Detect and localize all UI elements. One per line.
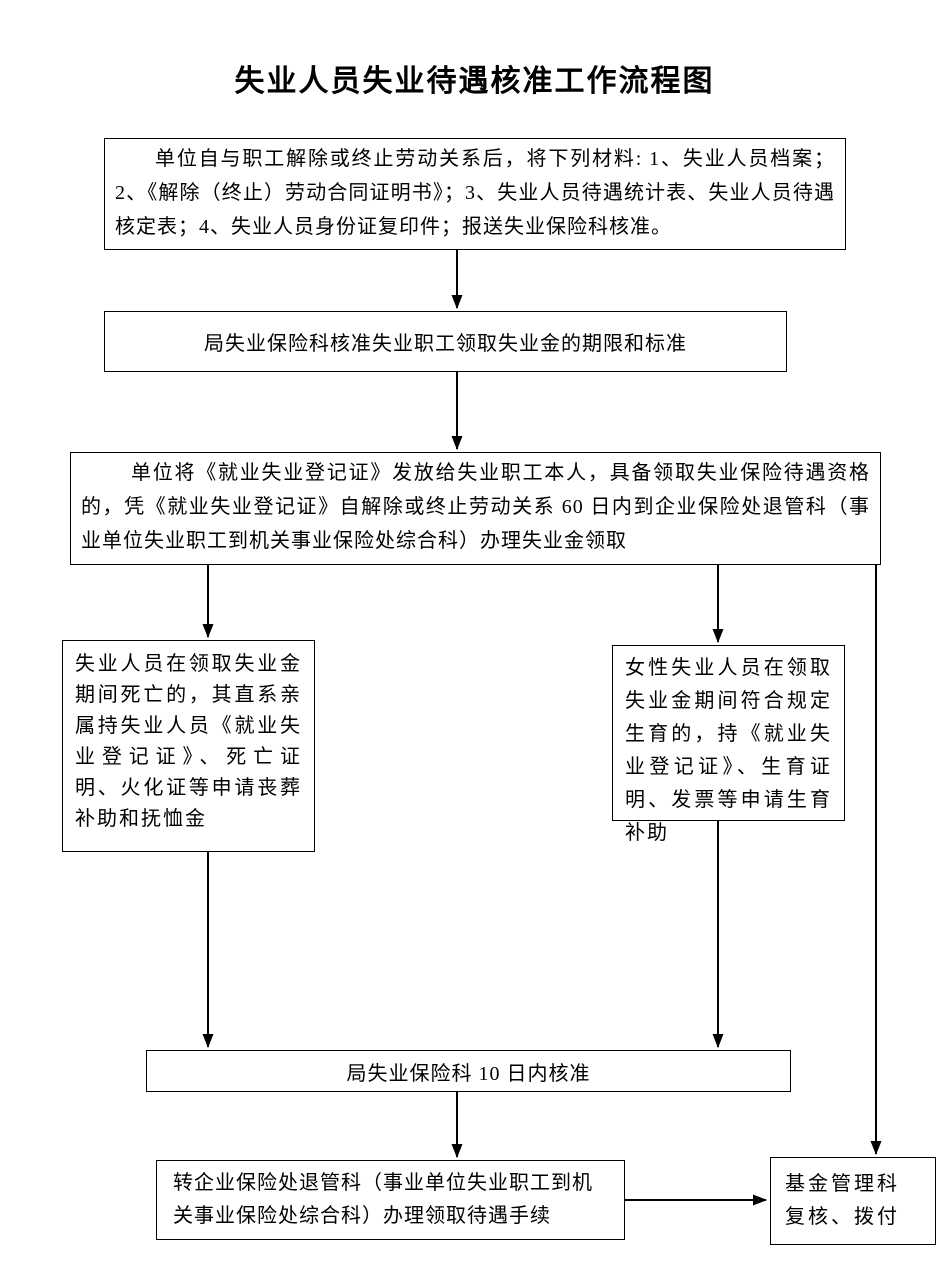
node-maternity-subsidy: 女性失业人员在领取失业金期间符合规定生育的，持《就业失业登记证》、生育证明、发票… bbox=[612, 645, 845, 844]
node-bureau-approve: 局失业保险科核准失业职工领取失业金的期限和标准 bbox=[104, 311, 787, 372]
node-fund-review-text: 基金管理科复核、拨付 bbox=[785, 1173, 900, 1228]
node-unit-submit-text: 单位自与职工解除或终止劳动关系后，将下列材料: 1、失业人员档案；2、《解除（终… bbox=[115, 148, 835, 238]
node-issue-cert-text: 单位将《就业失业登记证》发放给失业职工本人，具备领取失业保险待遇资格的，凭《就业… bbox=[81, 462, 870, 552]
node-fund-review: 基金管理科复核、拨付 bbox=[770, 1157, 936, 1245]
node-ten-day-approve-text: 局失业保险科 10 日内核准 bbox=[346, 1062, 591, 1085]
node-issue-cert: 单位将《就业失业登记证》发放给失业职工本人，具备领取失业保险待遇资格的，凭《就业… bbox=[70, 452, 881, 565]
page-title: 失业人员失业待遇核准工作流程图 bbox=[234, 65, 715, 98]
node-maternity-subsidy-text: 女性失业人员在领取失业金期间符合规定生育的，持《就业失业登记证》、生育证明、发票… bbox=[625, 657, 832, 844]
node-ten-day-approve: 局失业保险科 10 日内核准 bbox=[146, 1050, 791, 1092]
node-death-subsidy: 失业人员在领取失业金期间死亡的，其直系亲属持失业人员《就业失业登记证》、死亡证明… bbox=[62, 640, 315, 852]
node-bureau-approve-text: 局失业保险科核准失业职工领取失业金的期限和标准 bbox=[204, 333, 687, 355]
node-transfer-procedure: 转企业保险处退管科（事业单位失业职工到机关事业保险处综合科）办理领取待遇手续 bbox=[156, 1160, 625, 1240]
node-unit-submit: 单位自与职工解除或终止劳动关系后，将下列材料: 1、失业人员档案；2、《解除（终… bbox=[104, 138, 846, 250]
node-death-subsidy-text: 失业人员在领取失业金期间死亡的，其直系亲属持失业人员《就业失业登记证》、死亡证明… bbox=[75, 653, 302, 830]
node-transfer-procedure-text: 转企业保险处退管科（事业单位失业职工到机关事业保险处综合科）办理领取待遇手续 bbox=[173, 1172, 593, 1227]
